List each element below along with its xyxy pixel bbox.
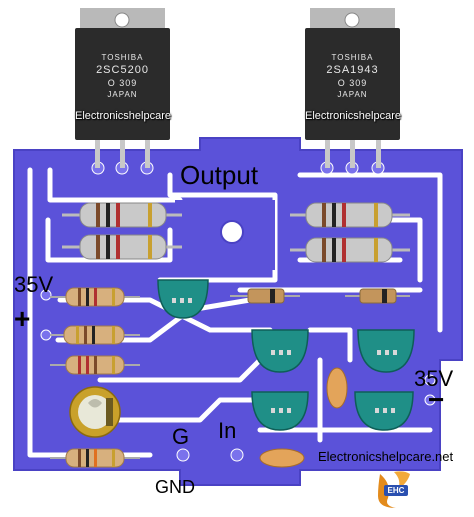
- output-mount-hole: [220, 220, 244, 244]
- transistor-left-origin: JAPAN: [107, 90, 138, 99]
- ehc-logo-text: EHC: [387, 486, 405, 495]
- transistor-left-code: O 309: [107, 78, 138, 88]
- ehc-logo-icon: [378, 471, 410, 508]
- ehc-logo: EHC: [372, 468, 414, 510]
- transistor-left-brand: TOSHIBA: [101, 53, 144, 62]
- watermark-right: Electronicshelpcare: [305, 110, 401, 122]
- output-label: Output: [180, 160, 259, 190]
- ground-short-label: G: [172, 424, 190, 449]
- transistor-right-brand: TOSHIBA: [331, 53, 374, 62]
- transistor-2sc5200: [75, 8, 170, 168]
- input-label: In: [218, 418, 237, 443]
- transistor-right-part: 2SA1943: [326, 64, 379, 76]
- transistor-2sa1943: [305, 8, 400, 168]
- transistor-leads: [172, 298, 397, 413]
- diodes: [230, 288, 410, 304]
- watermark-left: Electronicshelpcare: [75, 110, 171, 122]
- site-watermark: Electronicshelpcare.net: [318, 449, 454, 464]
- ceramic-capacitors: [259, 367, 348, 468]
- positive-voltage-label: 35V: [14, 272, 54, 297]
- transistor-right-code: O 309: [337, 78, 368, 88]
- transistor-right-origin: JAPAN: [337, 90, 368, 99]
- transistor-left-part: 2SC5200: [96, 64, 149, 76]
- power-resistors-right: [290, 202, 410, 263]
- electrolytic-capacitor: [69, 386, 121, 438]
- small-resistors: [50, 287, 140, 468]
- negative-voltage-label: 35V: [414, 366, 454, 391]
- ground-label: GND: [155, 477, 195, 497]
- positive-sign: +: [14, 303, 31, 334]
- power-resistors-left: [62, 202, 182, 260]
- negative-sign: −: [428, 384, 445, 415]
